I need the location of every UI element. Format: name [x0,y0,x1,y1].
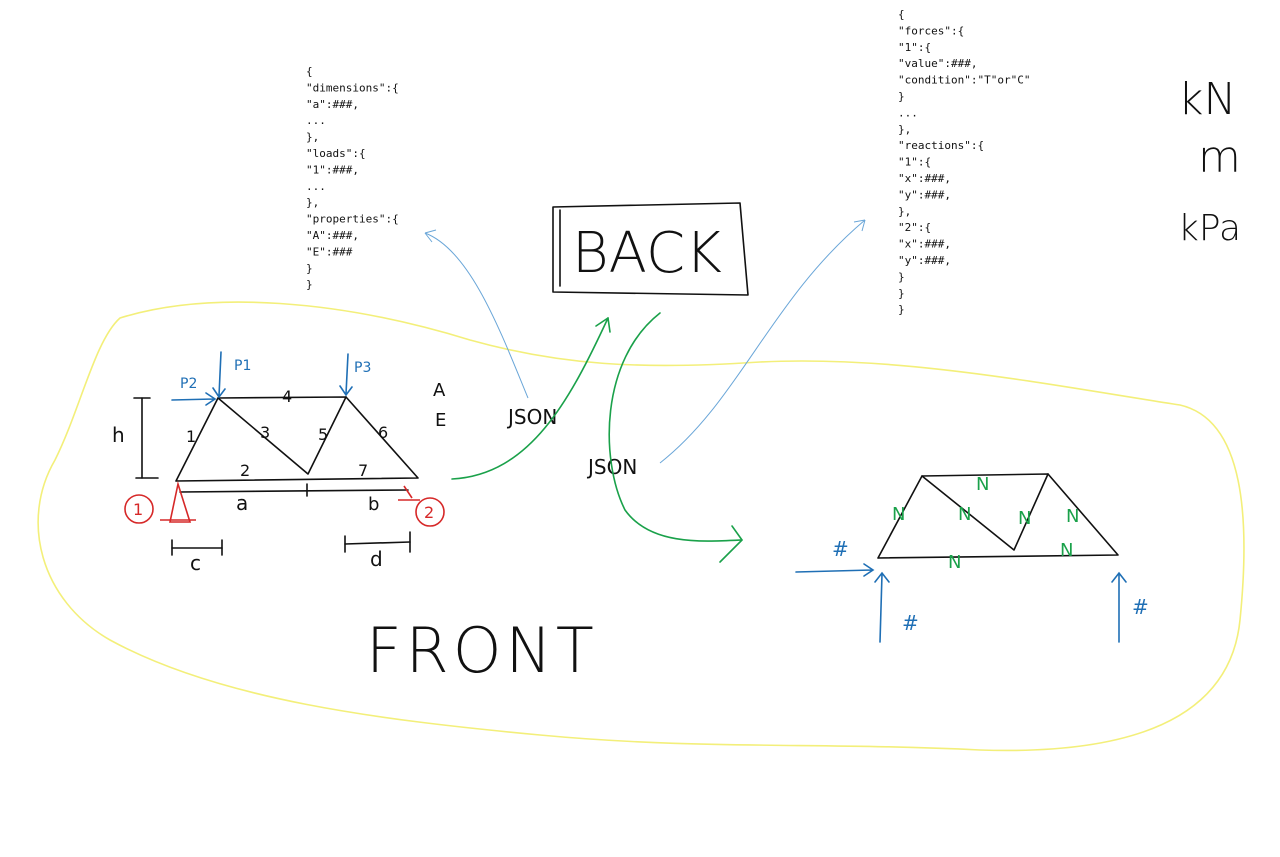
member-label-2: 2 [240,461,250,480]
output-json-line: "2":{ [898,221,931,234]
output-json-line: { [898,8,905,21]
d-dim-line [344,541,411,545]
input-json-line: "A":###, [306,229,359,242]
output-truss-diagonals [921,473,1049,551]
unit-kpa: kPa [1178,208,1241,249]
load-label-p3: P3 [354,360,371,376]
load-arrow-p1 [212,351,226,399]
output-json-line: "y":###, [898,188,951,201]
reaction-arrow-2y [1111,571,1127,643]
input-truss: 1 2 3 4 5 6 7 h a b c d A E P2 P1 P3 1 2 [112,351,446,575]
reaction-arrow-1x [795,563,875,577]
output-json-line: } [898,90,905,103]
force-mark-5: N [1018,508,1031,529]
input-json-line: ... [306,114,326,127]
force-mark-3: N [958,504,971,525]
input-json-block: {"dimensions":{ "a":###, ...},"loads":{ … [306,65,399,291]
support-circle-2 [415,497,445,527]
unit-m: m [1198,132,1241,183]
output-json-line: }, [898,123,911,136]
json-label-left: JSON [506,405,557,429]
member-label-7: 7 [358,461,368,480]
property-label-A: A [433,380,446,401]
force-mark-7: N [1060,540,1073,561]
reaction-arrow-1y [874,571,890,643]
arrow-head-up [595,317,611,333]
output-json-line: } [898,303,905,316]
member-label-3: 3 [260,423,270,442]
reaction-mark-2y: # [1132,595,1149,619]
arrow-head-input [424,229,437,243]
input-json-line: ... [306,180,326,193]
output-json-line: "reactions":{ [898,139,984,152]
reaction-mark-1y: # [902,611,919,635]
dim-label-b: b [368,494,379,515]
output-truss-outline [877,473,1119,559]
support-pin [169,480,192,523]
load-arrow-p3 [339,353,353,397]
arrow-head-output [853,219,866,232]
support-label-2: 2 [424,503,434,522]
input-json-line: }, [306,196,319,209]
front-label: FRONT [366,614,598,687]
load-label-p1: P1 [234,358,251,374]
force-mark-1: N [892,504,905,525]
output-json-line: "x":###, [898,172,951,185]
output-json-line: "1":{ [898,41,931,54]
member-label-5: 5 [318,425,328,444]
dim-label-c: c [190,551,201,575]
input-json-line: "properties":{ [306,213,399,226]
output-json-line: "value":###, [898,57,977,70]
arrow-to-output-json [659,219,866,464]
member-label-6: 6 [378,423,388,442]
output-json-line: "forces":{ [898,24,964,37]
force-mark-2: N [948,552,961,573]
output-json-line: ... [898,106,918,119]
support-label-1: 1 [133,500,143,519]
output-json-line: "condition":"T"or"C" [898,74,1030,87]
support-roller [398,485,420,501]
output-json-line: } [898,270,905,283]
force-mark-6: N [1066,506,1079,527]
reaction-mark-1x: # [832,537,849,561]
dim-label-a: a [236,491,248,515]
arrow-head-right [719,525,743,563]
output-json-line: }, [898,205,911,218]
dim-label-h: h [112,423,125,447]
output-json-line: "1":{ [898,156,931,169]
back-label: BACK [572,221,722,286]
span-line [179,489,409,493]
truss-diagonals [217,396,347,475]
input-json-line: "1":###, [306,163,359,176]
input-json-line: { [306,65,313,78]
unit-kn: kN [1178,74,1236,125]
output-json-line: } [898,287,905,300]
input-json-line: "E":### [306,245,353,258]
output-json-line: "y":###, [898,254,951,267]
input-json-line: } [306,278,313,291]
arrow-back-to-front [608,312,743,542]
property-label-E: E [435,410,446,431]
input-json-line: "loads":{ [306,147,366,160]
output-truss: N N N N N N N # # # [795,473,1149,643]
input-json-line: }, [306,131,319,144]
input-json-line: } [306,262,313,275]
output-json-block: { "forces":{ "1":{ "value":###, "conditio… [898,8,1030,316]
arrow-front-to-back [451,317,609,480]
member-label-1: 1 [186,427,196,446]
load-label-p2: P2 [180,376,197,392]
force-mark-4: N [976,474,989,495]
back-box[interactable] [552,202,749,296]
input-json-line: "dimensions":{ [306,81,399,94]
arrow-to-input-json [424,232,529,399]
output-json-line: "x":###, [898,238,951,251]
front-boundary [37,301,1245,752]
input-json-line: "a":###, [306,98,359,111]
support-circle-1 [124,494,154,524]
load-arrow-p2 [171,392,217,406]
member-label-4: 4 [282,387,292,406]
dim-label-d: d [370,547,383,571]
